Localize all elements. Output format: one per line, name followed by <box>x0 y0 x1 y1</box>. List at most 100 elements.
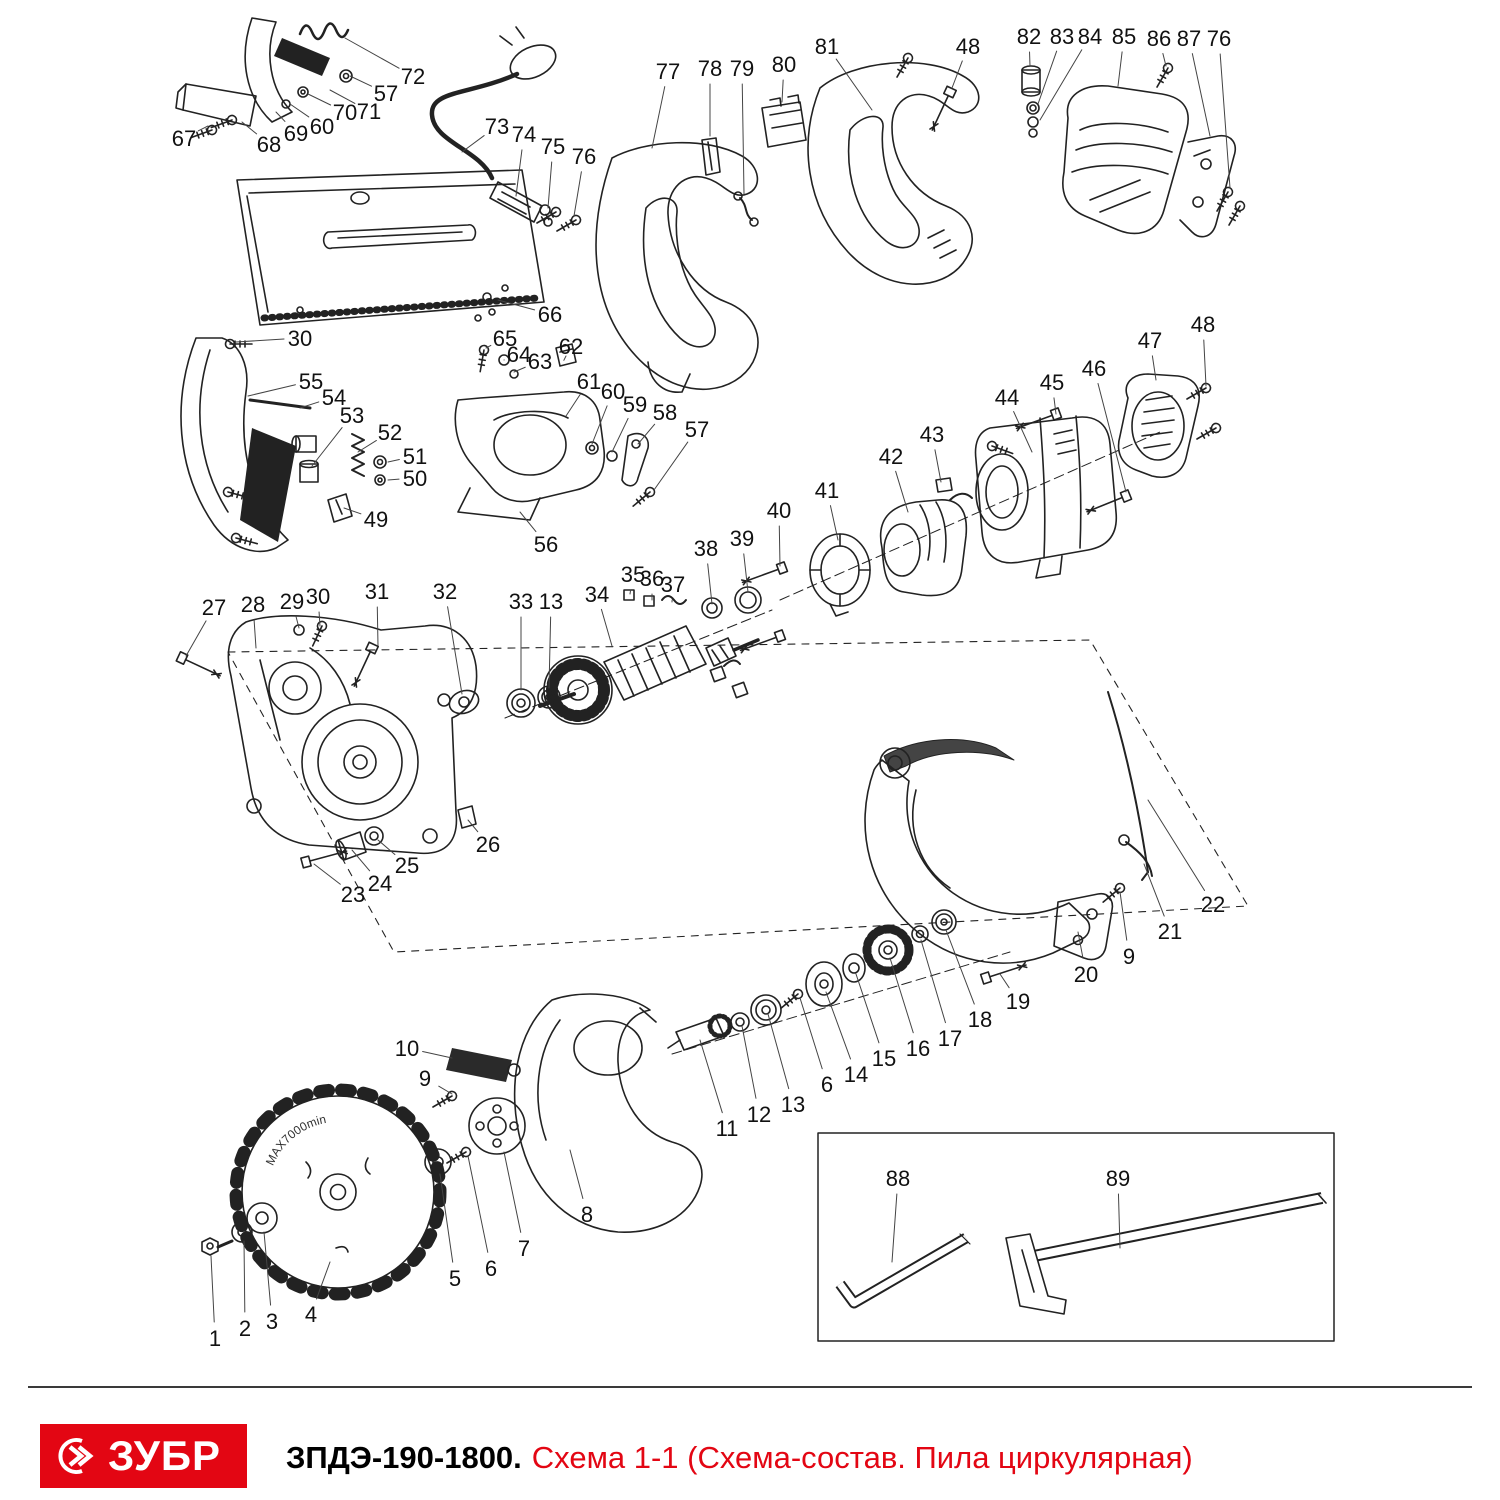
leader-line-51 <box>387 458 400 463</box>
leader-line-88 <box>891 1193 898 1263</box>
part-number-63: 63 <box>528 349 552 374</box>
scheme-title: Схема 1-1 (Схема-состав. Пила циркулярна… <box>531 1440 1193 1475</box>
leader-line-87 <box>1191 53 1211 137</box>
part-number-29: 29 <box>280 589 304 614</box>
leader-line-61 <box>565 393 581 417</box>
leader-line-85 <box>1117 51 1123 87</box>
leader-line-40 <box>778 525 781 567</box>
part-number-47: 47 <box>1138 328 1162 353</box>
leader-line-71 <box>329 89 356 104</box>
guard-lever <box>429 1048 521 1112</box>
footer-divider <box>28 1386 1472 1388</box>
part-number-69: 69 <box>284 121 308 146</box>
part-number-78: 78 <box>698 56 722 81</box>
leader-line-52 <box>357 439 377 453</box>
part-number-26: 26 <box>476 832 500 857</box>
leader-line-2 <box>243 1240 246 1313</box>
blade-flange-parts <box>201 1097 526 1256</box>
part-number-11: 11 <box>716 1116 739 1141</box>
mounting-bracket <box>454 343 658 521</box>
bearings-washers-center <box>448 561 789 718</box>
leader-line-49 <box>343 507 362 515</box>
part-number-4: 4 <box>305 1302 317 1327</box>
part-number-35: 35 <box>621 562 645 587</box>
part-number-48: 48 <box>956 34 980 59</box>
leader-line-74 <box>515 149 523 197</box>
leader-line-58 <box>637 423 656 445</box>
brush-caps <box>1021 65 1041 138</box>
leader-line-79 <box>741 83 745 195</box>
leader-line-29 <box>295 615 300 629</box>
leader-line-65 <box>485 344 492 349</box>
part-number-28: 28 <box>241 592 265 617</box>
leader-line-3 <box>263 1231 272 1306</box>
leader-line-11 <box>699 1039 723 1114</box>
leader-line-83 <box>1037 50 1058 105</box>
part-number-65: 65 <box>493 326 517 351</box>
leader-line-45 <box>1053 397 1057 415</box>
leader-line-53 <box>311 427 343 467</box>
leader-line-57 <box>653 441 689 491</box>
leader-line-17 <box>920 939 946 1024</box>
leader-line-55 <box>247 384 296 397</box>
part-number-33: 33 <box>509 589 533 614</box>
part-number-16: 16 <box>906 1036 930 1061</box>
part-number-9: 9 <box>419 1066 431 1091</box>
part-number-46: 46 <box>1082 356 1106 381</box>
part-number-32: 32 <box>433 579 457 604</box>
zubr-logo-icon <box>58 1438 94 1474</box>
part-number-79: 79 <box>730 56 754 81</box>
leader-line-54 <box>299 401 320 409</box>
part-number-3: 3 <box>266 1309 278 1334</box>
part-number-40: 40 <box>767 498 791 523</box>
leader-line-56 <box>519 511 537 533</box>
part-number-75: 75 <box>541 134 565 159</box>
part-number-52: 52 <box>378 420 402 445</box>
leader-line-25 <box>377 839 396 856</box>
part-number-84: 84 <box>1078 24 1102 49</box>
leader-line-1 <box>210 1255 215 1323</box>
part-number-77: 77 <box>656 59 680 84</box>
leader-line-12 <box>741 1025 757 1099</box>
leader-line-32 <box>447 606 463 695</box>
leader-line-77 <box>651 86 666 149</box>
part-number-70: 70 <box>333 100 357 125</box>
part-number-38: 38 <box>694 536 718 561</box>
part-number-51: 51 <box>403 444 427 469</box>
part-number-19: 19 <box>1006 989 1030 1014</box>
leader-line-19 <box>999 973 1010 989</box>
part-number-27: 27 <box>202 595 226 620</box>
leader-line-30 <box>318 611 321 627</box>
part-number-49: 49 <box>364 507 388 532</box>
leader-line-28 <box>253 619 257 649</box>
leader-line-15 <box>855 973 880 1044</box>
leader-line-20 <box>1077 931 1084 959</box>
part-number-7: 7 <box>518 1236 530 1261</box>
leader-line-21 <box>1143 863 1165 917</box>
accessory-box <box>817 1132 1335 1342</box>
leader-line-9 <box>438 1085 453 1095</box>
leader-line-9 <box>1119 891 1128 941</box>
leader-line-60 <box>591 405 608 445</box>
part-number-66: 66 <box>538 302 562 327</box>
leader-line-13 <box>767 1013 790 1090</box>
part-number-12: 12 <box>747 1102 771 1127</box>
leader-line-84 <box>1039 49 1083 121</box>
part-number-89: 89 <box>1106 1166 1130 1191</box>
part-number-43: 43 <box>920 422 944 447</box>
leader-line-44 <box>1013 411 1033 453</box>
leader-line-6 <box>467 1155 489 1253</box>
leader-line-46 <box>1097 382 1127 493</box>
part-number-59: 59 <box>623 392 647 417</box>
part-number-37: 37 <box>661 572 685 597</box>
part-number-80: 80 <box>772 52 796 77</box>
part-number-87: 87 <box>1177 26 1201 51</box>
part-number-55: 55 <box>299 369 323 394</box>
leader-line-35 <box>629 589 632 595</box>
part-number-62: 62 <box>559 334 583 359</box>
part-number-68: 68 <box>257 132 281 157</box>
leader-line-81 <box>835 58 873 111</box>
riving-knife-assembly <box>175 17 353 143</box>
leader-line-22 <box>1147 799 1206 891</box>
